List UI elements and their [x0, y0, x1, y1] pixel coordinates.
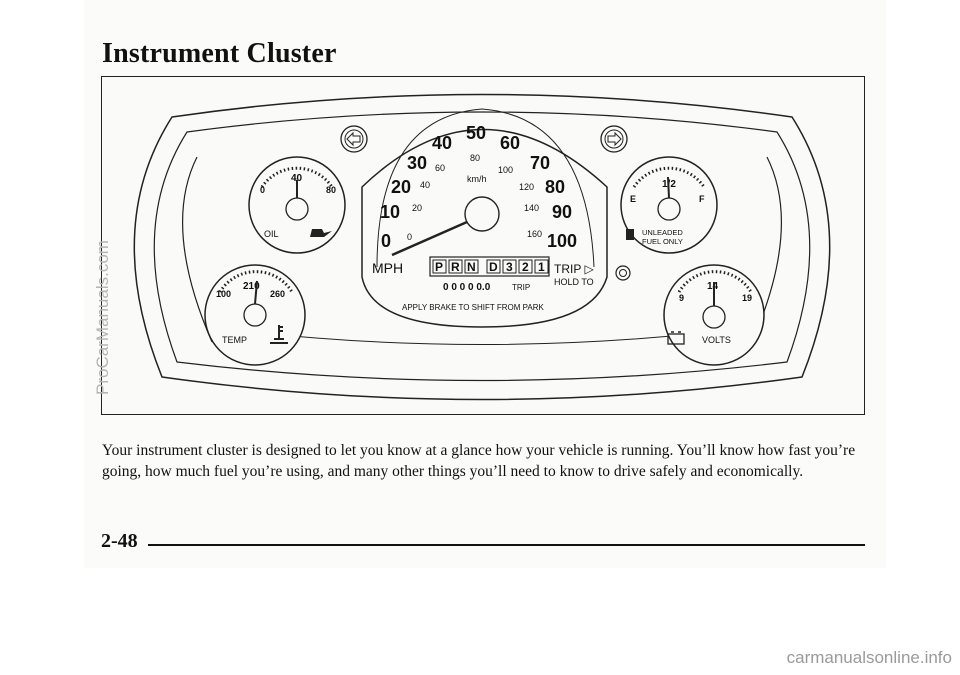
fuel-note: FUEL ONLY [642, 237, 683, 246]
bottom-watermark: carmanualsonline.info [786, 648, 952, 667]
oil-label: OIL [264, 229, 279, 239]
trip-button[interactable]: TRIP ▷ [554, 262, 594, 276]
instrument-cluster-illustration: 0 10 20 30 40 50 60 70 80 90 100 0 20 40… [101, 76, 865, 415]
fuel-note: UNLEADED [642, 228, 683, 237]
speed-tick: 0 [381, 231, 391, 251]
oil-tick: 0 [260, 185, 265, 195]
speed-tick: 20 [391, 177, 411, 197]
page-title: Instrument Cluster [102, 38, 337, 69]
needle-hub [464, 196, 500, 232]
oil-tick: 80 [326, 185, 336, 195]
trip-label: TRIP [512, 283, 530, 292]
oil-tick: 40 [291, 173, 303, 184]
kmh-tick: 40 [420, 180, 430, 190]
gear-indicator [429, 256, 550, 277]
side-watermark: ProCarManuals.com [93, 240, 112, 395]
fuel-tick: E [630, 194, 636, 204]
speed-tick: 100 [547, 231, 577, 251]
kmh-unit: km/h [467, 174, 487, 184]
volts-label: VOLTS [702, 335, 731, 345]
temp-tick: 260 [270, 289, 285, 299]
brake-warning-icon [615, 265, 631, 281]
kmh-tick: 0 [407, 232, 412, 242]
kmh-tick: 80 [470, 153, 480, 163]
battery-icon [667, 331, 685, 345]
left-turn-signal-icon [340, 125, 368, 153]
mph-unit: MPH [372, 260, 403, 276]
gear-3: 3 [506, 260, 513, 274]
speed-tick: 70 [530, 153, 550, 173]
fuel-pump-icon [626, 229, 634, 240]
fuel-gauge: E 1/2 F UNLEADED FUEL ONLY [620, 156, 718, 254]
kmh-tick: 60 [435, 163, 445, 173]
speed-tick: 80 [545, 177, 565, 197]
volt-gauge: 9 14 19 VOLTS [663, 264, 765, 366]
speed-tick: 10 [380, 202, 400, 222]
oil-gauge: 0 40 80 OIL [248, 156, 346, 254]
gear-n: N [467, 260, 476, 274]
speed-tick: 90 [552, 202, 572, 222]
gear-p: P [435, 260, 443, 274]
trip-hold-label: HOLD TO [554, 277, 594, 287]
gear-d: D [489, 260, 498, 274]
speed-tick: 60 [500, 133, 520, 153]
volt-tick: 19 [742, 293, 752, 303]
gear-1: 1 [538, 260, 545, 274]
kmh-tick: 120 [519, 182, 534, 192]
kmh-tick: 160 [527, 229, 542, 239]
fuel-tick: F [699, 194, 705, 204]
speed-tick: 50 [466, 123, 486, 143]
kmh-tick: 20 [412, 203, 422, 213]
page-number: 2-48 [101, 530, 138, 552]
coolant-temp-icon [270, 325, 288, 344]
temp-label: TEMP [222, 335, 247, 345]
odometer-display: 0 0 0 0 0.0 [443, 282, 491, 293]
body-paragraph: Your instrument cluster is designed to l… [102, 442, 856, 480]
oil-can-icon [310, 229, 332, 237]
gear-r: R [451, 260, 460, 274]
speed-needle [391, 220, 468, 257]
temp-tick: 210 [243, 281, 260, 292]
temp-tick: 100 [216, 289, 231, 299]
kmh-tick: 140 [524, 203, 539, 213]
kmh-tick: 100 [498, 165, 513, 175]
footer-rule [148, 544, 865, 546]
park-notice: APPLY BRAKE TO SHIFT FROM PARK [402, 303, 544, 312]
right-turn-signal-icon [600, 125, 628, 153]
temp-gauge: 100 210 260 TEMP [204, 264, 306, 366]
volt-tick: 9 [679, 293, 684, 303]
volt-tick: 14 [707, 281, 719, 292]
speedometer: 0 10 20 30 40 50 60 70 80 90 100 0 20 40… [372, 123, 594, 312]
speed-tick: 30 [407, 153, 427, 173]
gear-2: 2 [522, 260, 529, 274]
speed-tick: 40 [432, 133, 452, 153]
